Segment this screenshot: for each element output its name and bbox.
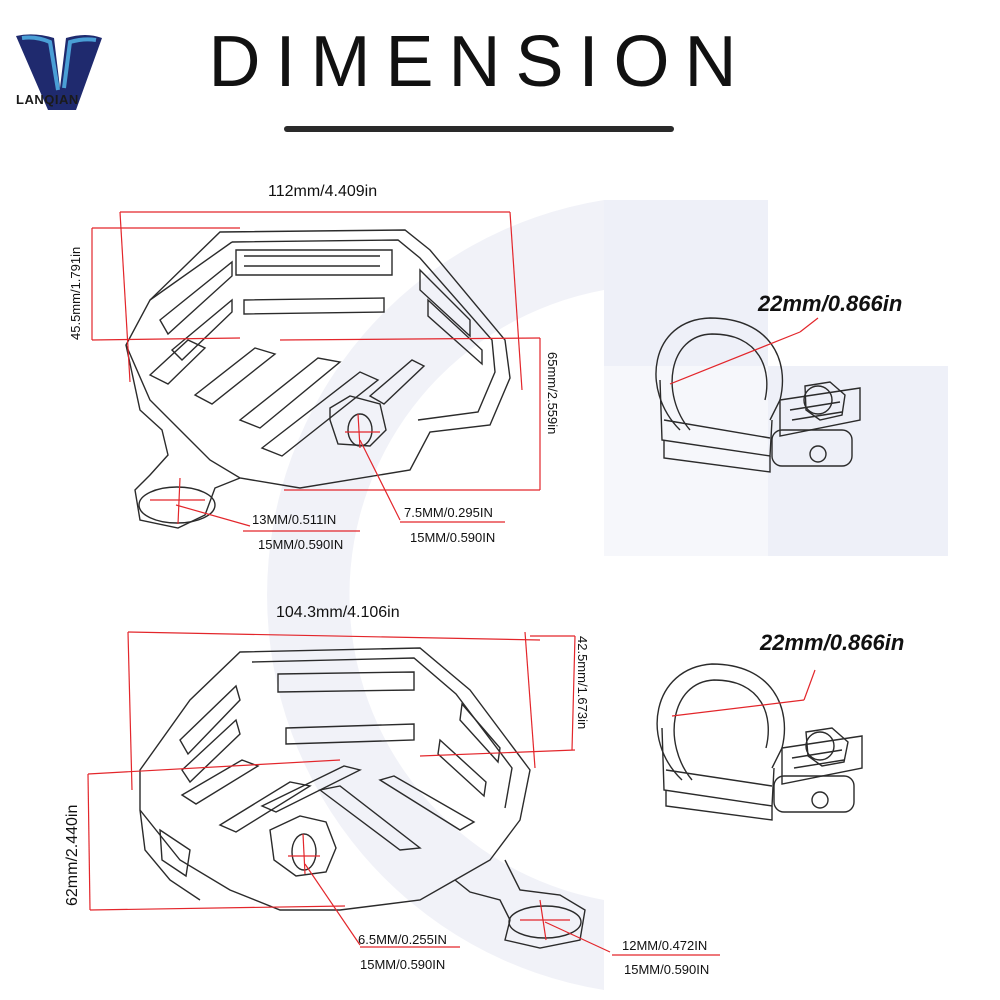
bottom-guard-dimension-lines [87, 631, 720, 956]
top-guard-hole-left-2: 15MM/0.590IN [258, 537, 344, 552]
bottom-clamp-diameter-label: 22mm/0.866in [760, 630, 905, 655]
top-guard-hole-center-1: 7.5MM/0.295IN [404, 505, 493, 520]
top-guard-width-label: 112mm/4.409in [268, 183, 378, 200]
bottom-guard-hole-center-2: 15MM/0.590IN [360, 957, 446, 972]
top-guard-depth-label: 45.5mm/1.791in [68, 246, 83, 340]
top-clamp-dimension-line [669, 317, 819, 385]
bottom-guard-height-label: 62mm/2.440in [64, 804, 81, 906]
bottom-guard-width-label: 104.3mm/4.106in [276, 604, 400, 621]
bottom-clamp-drawing [656, 663, 863, 821]
title-underline [284, 126, 674, 132]
bottom-guard-drawing [139, 647, 586, 949]
bottom-guard-depth-label: 42.5mm/1.673in [575, 636, 590, 730]
bottom-guard-hole-right-2: 15MM/0.590IN [624, 962, 710, 977]
bottom-clamp-dimension-line [671, 669, 816, 717]
top-clamp-diameter-label: 22mm/0.866in [758, 291, 903, 316]
top-guard-dimension-lines [91, 211, 541, 532]
top-guard-hole-left-1: 13MM/0.511IN [252, 512, 337, 527]
top-clamp-drawing [655, 317, 861, 473]
top-guard-drawing [125, 229, 511, 529]
top-guard-height-label: 65mm/2.559in [545, 352, 560, 435]
logo-text: LANQIAN [16, 92, 79, 107]
bottom-guard-hole-right-1: 12MM/0.472IN [622, 938, 708, 953]
bottom-guard-hole-center-1: 6.5MM/0.255IN [358, 932, 447, 947]
page-title: DIMENSION [208, 22, 752, 102]
lanqian-logo [16, 34, 102, 110]
top-guard-hole-center-2: 15MM/0.590IN [410, 530, 496, 545]
watermark [267, 200, 948, 990]
